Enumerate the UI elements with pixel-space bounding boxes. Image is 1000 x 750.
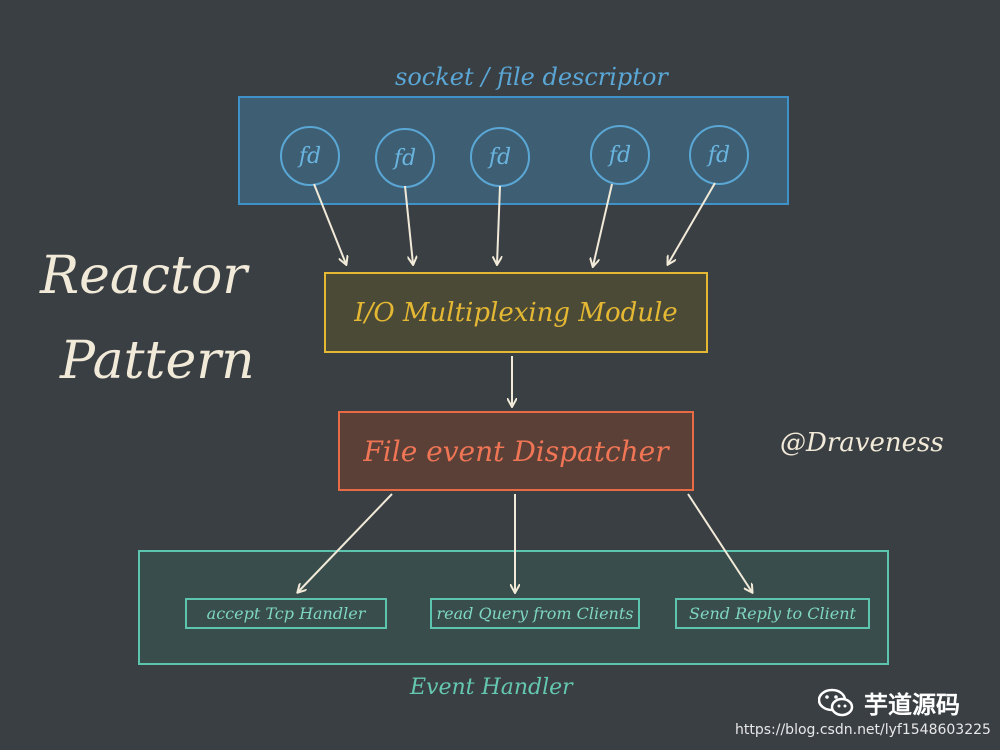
io-multiplexing-module: I/O Multiplexing Module: [324, 272, 708, 353]
author-signature: @Draveness: [780, 428, 944, 458]
fd-node: fd: [375, 128, 435, 188]
event-handler-label: Event Handler: [410, 675, 573, 700]
wechat-icon: [818, 688, 854, 716]
handler-label: read Query from Clients: [436, 604, 634, 623]
watermark-brand: 芋道源码: [864, 691, 960, 719]
dispatcher-label: File event Dispatcher: [363, 434, 669, 468]
title-reactor: Reactor: [40, 246, 248, 306]
fd-node: fd: [590, 125, 650, 185]
handler-send-reply: Send Reply to Client: [675, 598, 870, 629]
file-event-dispatcher: File event Dispatcher: [338, 411, 694, 491]
fd-node-label: fd: [608, 142, 632, 168]
handler-label: Send Reply to Client: [689, 604, 856, 623]
event-handler-container: [138, 550, 889, 665]
fd-node: fd: [470, 127, 530, 187]
fd-node-label: fd: [298, 143, 322, 169]
fd-node-label: fd: [707, 142, 731, 168]
fd-node-label: fd: [488, 144, 512, 170]
fd-node: fd: [280, 126, 340, 186]
handler-label: accept Tcp Handler: [206, 604, 366, 623]
fd-node-label: fd: [393, 145, 417, 171]
fd-node: fd: [689, 125, 749, 185]
handler-accept-tcp: accept Tcp Handler: [185, 598, 387, 629]
socket-label: socket / file descriptor: [395, 63, 668, 91]
io-multiplexing-label: I/O Multiplexing Module: [354, 297, 678, 328]
handler-read-query: read Query from Clients: [430, 598, 640, 629]
title-pattern: Pattern: [60, 331, 255, 391]
watermark-url: https://blog.csdn.net/lyf1548603225: [735, 722, 991, 738]
watermark: 芋道源码: [818, 685, 960, 720]
